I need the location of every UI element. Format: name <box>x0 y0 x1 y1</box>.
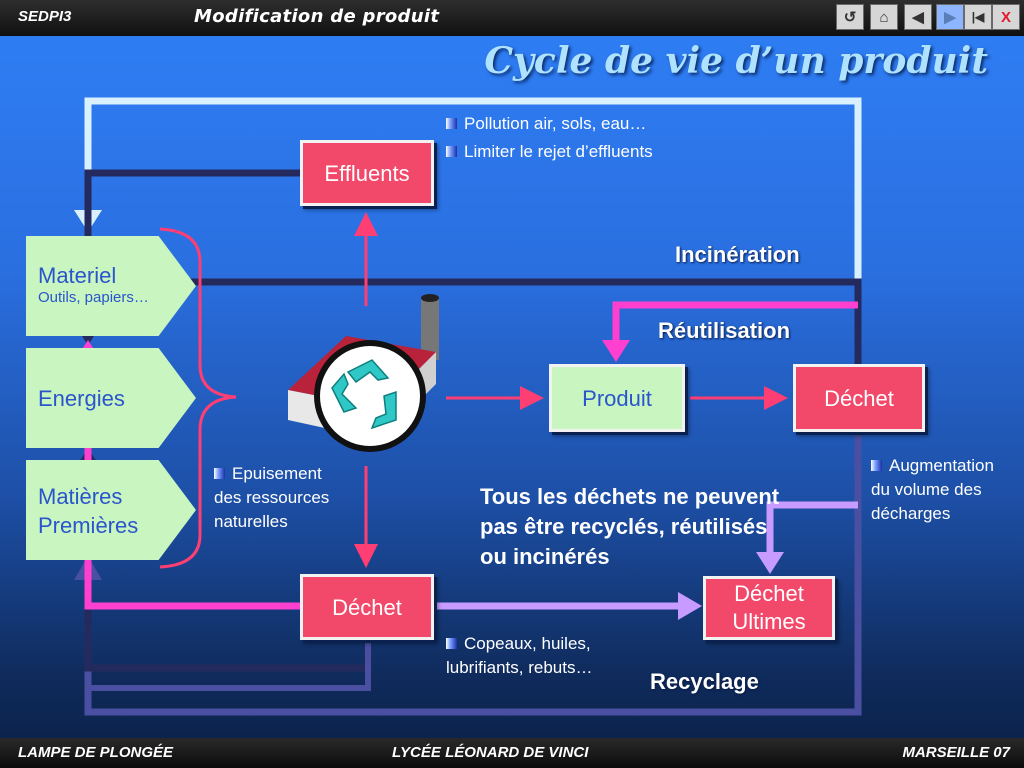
bullet-icon <box>214 468 225 479</box>
module-title: Modification de produit <box>194 6 440 27</box>
previous-icon[interactable]: ◀ <box>904 4 932 30</box>
recyclage-label: Recyclage <box>650 669 759 694</box>
violet-line-down <box>766 501 858 555</box>
bullet-pollution-text: Pollution air, sols, eau… <box>464 114 647 133</box>
course-code: SEDPI3 <box>18 8 72 25</box>
effluents-box: Effluents <box>300 140 434 206</box>
bullet-epuisement: Epuisement des ressources naturelles <box>214 462 329 534</box>
effluents-label: Effluents <box>324 160 410 186</box>
incineration-label: Incinération <box>675 242 800 267</box>
resource-materiel: Materiel Outils, papiers… <box>26 236 196 336</box>
dechet-ultimes-box: Déchet Ultimes <box>703 576 835 640</box>
first-icon[interactable]: |◀ <box>964 4 992 30</box>
augmentation-line-1: Augmentation <box>889 456 994 475</box>
violet-arrowhead-ultimes <box>678 592 702 620</box>
bullet-limiter: Limiter le rejet d’effluents <box>446 140 653 164</box>
home-icon[interactable]: ⌂ <box>870 4 898 30</box>
dechet-recycle-line-2 <box>88 640 371 691</box>
dechet-ultimes-label-1: Déchet <box>734 581 804 606</box>
resource-matieres: Matières Premières <box>26 460 196 560</box>
next-icon[interactable]: ▶ <box>936 4 964 30</box>
bullet-icon <box>871 460 882 471</box>
augmentation-line-2: du volume des <box>871 480 982 499</box>
bullet-icon <box>446 638 457 649</box>
bullet-icon <box>446 146 457 157</box>
violet-arrowhead-down <box>756 552 784 574</box>
epuisement-line-1: Epuisement <box>232 464 322 483</box>
factory-icon <box>288 294 439 452</box>
bullet-augmentation: Augmentation du volume des décharges <box>871 454 994 526</box>
matieres-title: Matières Premières <box>38 484 139 538</box>
reutilisation-line <box>612 301 858 345</box>
dechet-ultimes-label-2: Ultimes <box>732 609 806 634</box>
epuisement-line-3: naturelles <box>214 512 288 531</box>
bullet-limiter-text: Limiter le rejet d’effluents <box>464 142 653 161</box>
dechet-bottom-label: Déchet <box>332 594 402 620</box>
copeaux-line-2: lubrifiants, rebuts… <box>446 658 593 677</box>
dechet-bottom-box: Déchet <box>300 574 434 640</box>
footer-bar: LAMPE DE PLONGÉE LYCÉE LÉONARD DE VINCI … <box>0 738 1024 768</box>
note-text: Tous les déchets ne peuvent pas être rec… <box>480 484 780 569</box>
resource-energies: Energies <box>26 348 196 448</box>
bullet-icon <box>446 118 457 129</box>
dechet-right-label: Déchet <box>824 385 894 411</box>
header-bar: SEDPI3 Modification de produit ↺ ⌂ ◀ ▶ |… <box>0 0 1024 36</box>
materiel-subtitle: Outils, papiers… <box>38 289 149 306</box>
footer-left: LAMPE DE PLONGÉE <box>18 744 174 761</box>
footer-right: MARSEILLE 07 <box>902 744 1010 761</box>
light-loop-line <box>84 97 862 290</box>
energies-title: Energies <box>38 386 125 411</box>
augmentation-line-3: décharges <box>871 504 951 523</box>
slide-title: Cycle de vie d’un produit <box>484 40 988 82</box>
bullet-pollution: Pollution air, sols, eau… <box>446 112 646 136</box>
bullet-copeaux: Copeaux, huiles, lubrifiants, rebuts… <box>446 632 592 680</box>
close-icon[interactable]: X <box>992 4 1020 30</box>
footer-center: LYCÉE LÉONARD DE VINCI <box>392 744 589 761</box>
epuisement-line-2: des ressources <box>214 488 330 507</box>
dechet-right-box: Déchet <box>793 364 925 432</box>
return-icon[interactable]: ↺ <box>836 4 864 30</box>
produit-label: Produit <box>582 385 652 411</box>
reutilisation-arrowhead <box>602 340 630 362</box>
brace <box>159 227 237 569</box>
reutilisation-label: Réutilisation <box>658 318 791 343</box>
copeaux-line-1: Copeaux, huiles, <box>464 634 591 653</box>
materiel-title: Materiel <box>38 263 117 288</box>
produit-box: Produit <box>549 364 685 432</box>
